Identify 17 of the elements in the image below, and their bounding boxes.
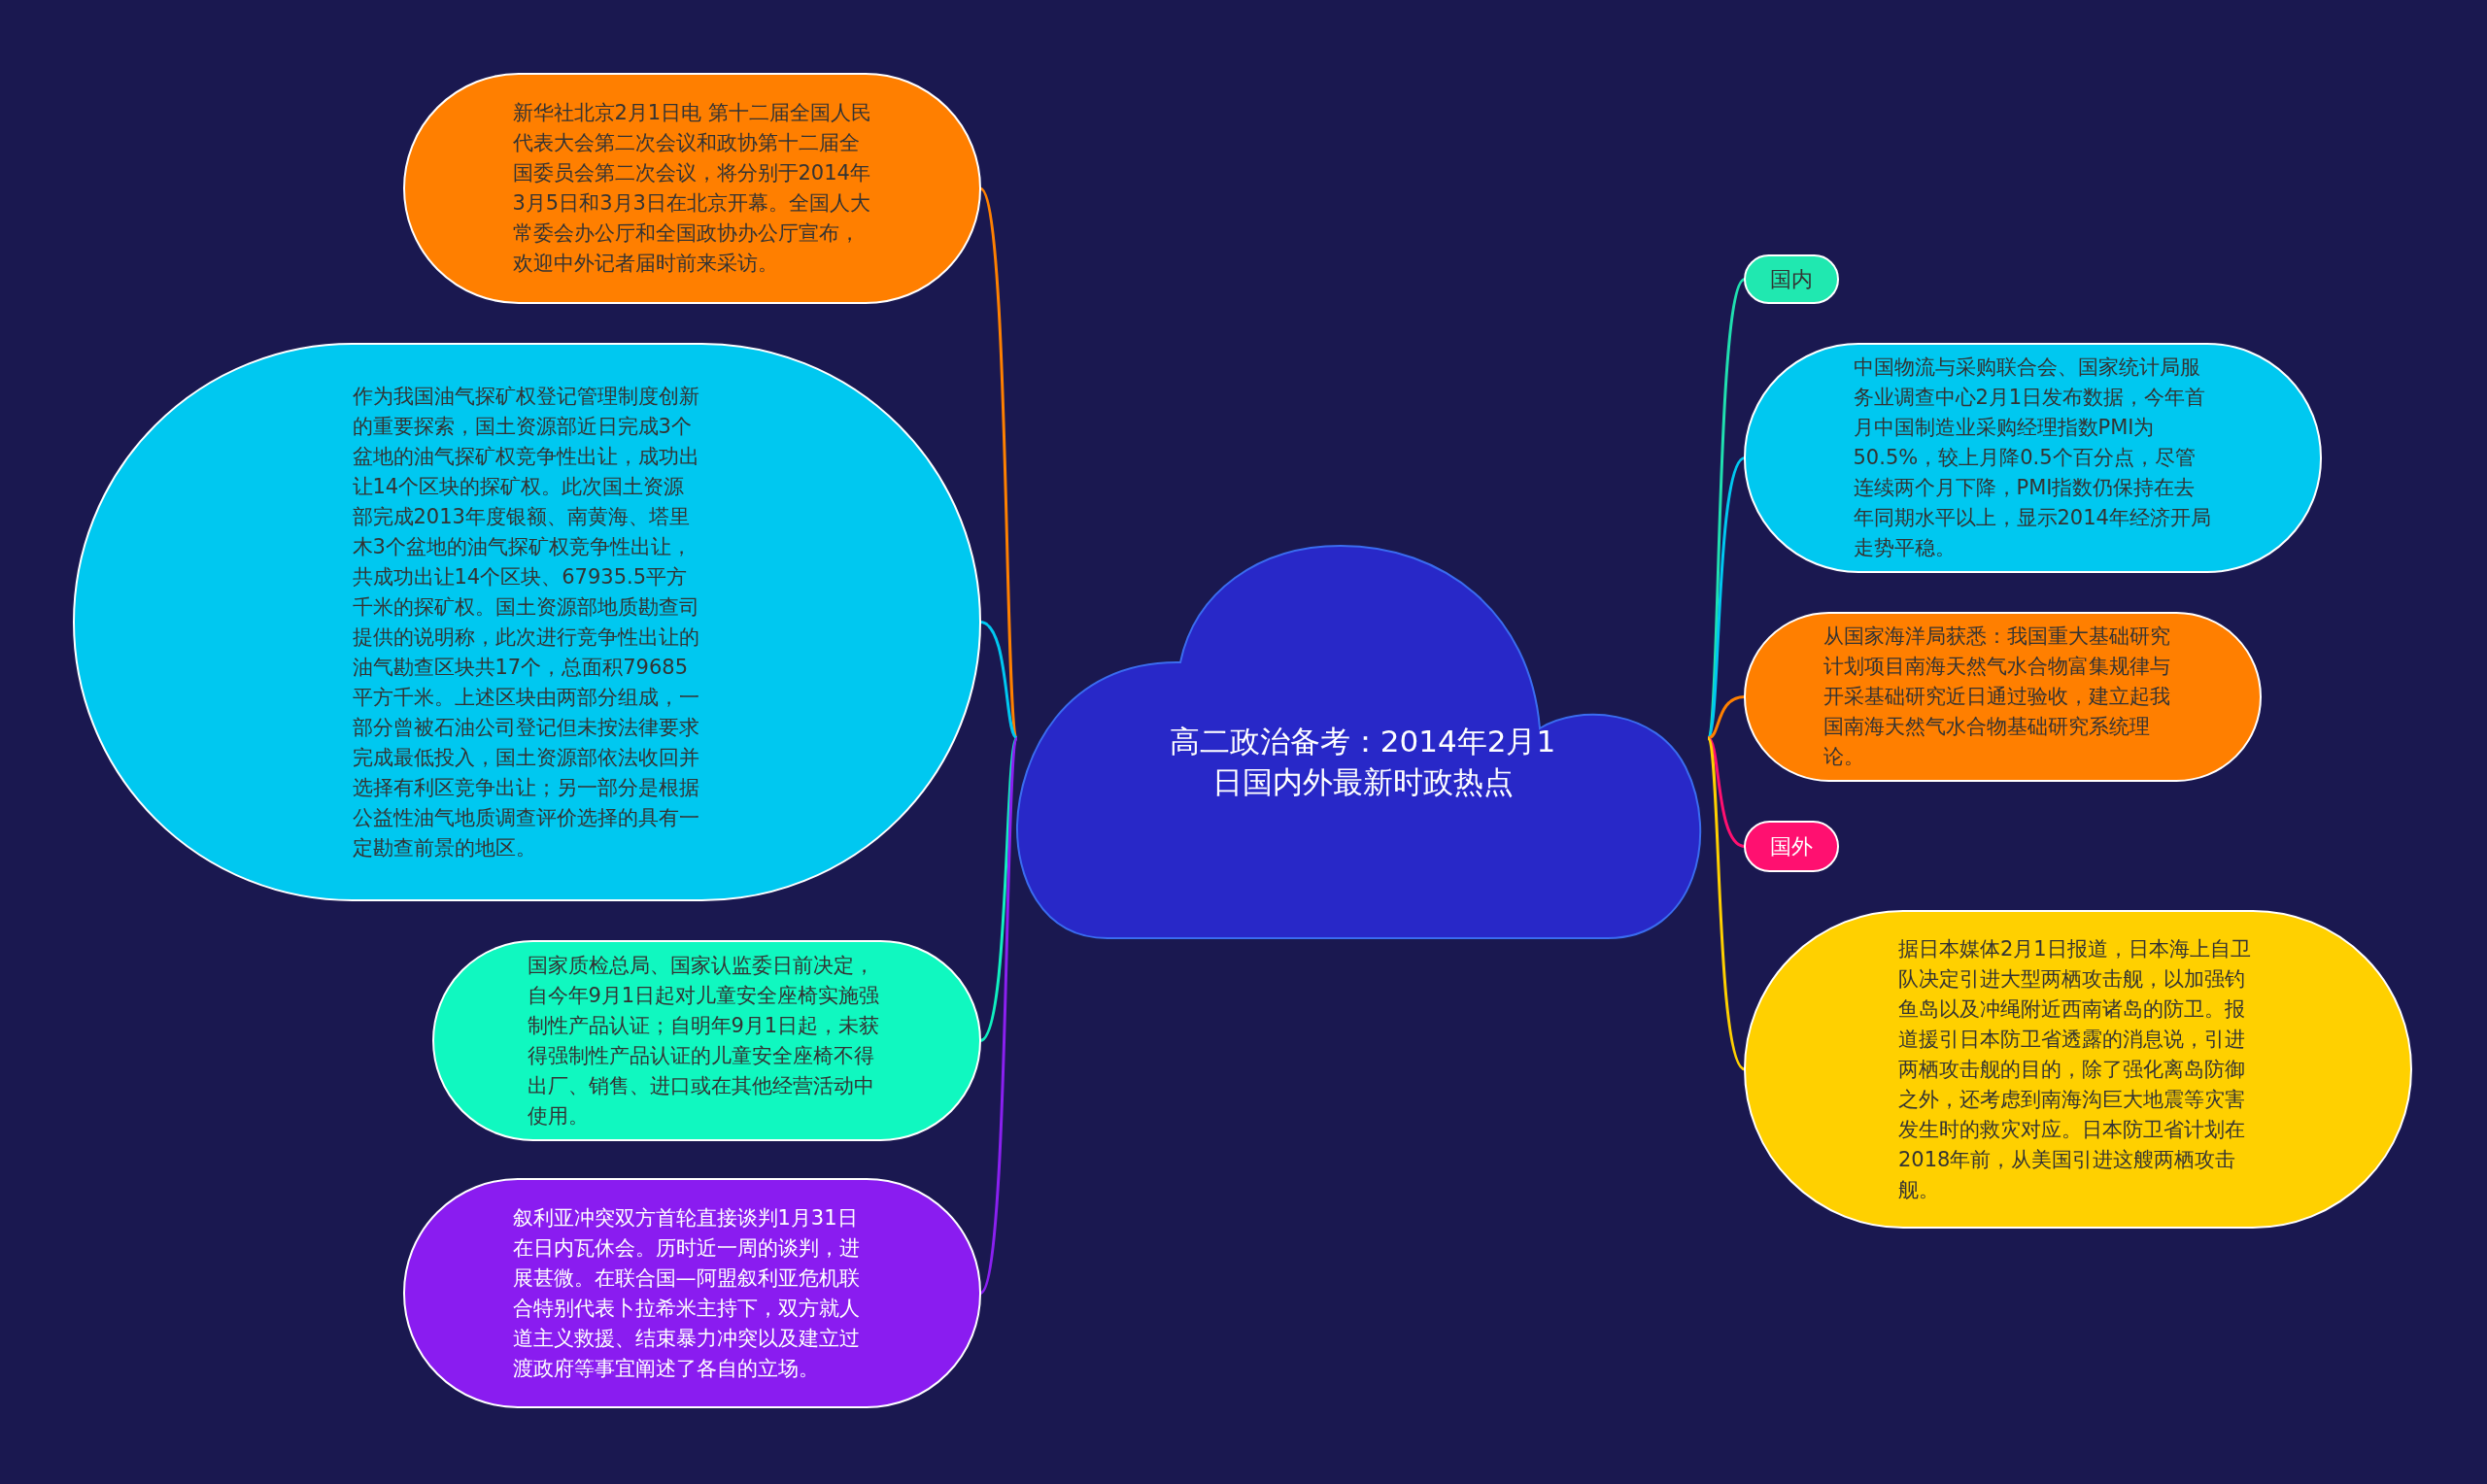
category-label: 国外: [1769, 833, 1814, 860]
central-topic: 高二政治备考：2014年2月1日国内外最新时政热点: [1168, 723, 1557, 801]
news-text: 据日本媒体2月1日报道，日本海上自卫队决定引进大型两栖攻击舰，以加强钓鱼岛以及冲绳附近西南诸岛的防卫。报道援引日本防卫省透露的消息说，引进两栖攻击舰的目的，除了强化离岛防御之外，还考虑到南海沟巨大地震等灾害发生时的救灾对应。日本防卫省计划在2018年前，从美国引进这艘两栖攻击舰。: [1898, 935, 2252, 1203]
connector-line: [979, 737, 1019, 1042]
connector-line: [1706, 456, 1746, 739]
category-label: 国内: [1769, 266, 1814, 293]
news-text: 国家质检总局、国家认监委日前决定，自今年9月1日起对儿童安全座椅实施强制性产品认证；自明年9月1日起，未获得强制性产品认证的儿童安全座椅不得出厂、销售、进口或在其他经营活动中使用。: [527, 952, 881, 1130]
news-text: 中国物流与采购联合会、国家统计局服务业调查中心2月1日发布数据，今年首月中国制造业采购经理指数PMI为50.5%，较上月降0.5个百分点，尽管连续两个月下降，PMI指数仍保持在去年同期水平以上，显示2014年经济开局走势平稳。: [1853, 354, 2212, 561]
news-text: 新华社北京2月1日电 第十二届全国人民代表大会第二次会议和政协第十二届全国委员会第二次会议，将分别于2014年3月5日和3月3日在北京开幕。全国人大常委会办公厅和全国政协办公厅宣布，欢迎中外记者届时前来采访。: [512, 100, 872, 277]
category-pill: [1744, 254, 1839, 304]
news-text: 作为我国油气探矿权登记管理制度创新的重要探索，国土资源部近日完成3个盆地的油气探矿权竞争性出让，成功出让14个区块的探矿权。此次国土资源部完成2013年度银额、南黄海、塔里木3个盆地的油气探矿权竞争性出让，共成功出让14个区块、67935.5平方千米的探矿权。国土资源部地质勘查司提供的说明称，此次进行竞争性出让的油气勘查区块共17个，总面积79685平方千米。上述区块由两部分组成，一部分曾被石油公司登记但未按法律要求完成最低投入，国土资源部依法收回并选择有利区竞争出让；另一部分是根据公益性油气地质调查评价选择的具有一定勘查前景的地区。: [352, 383, 700, 861]
connector-line: [1707, 736, 1746, 848]
connector-line: [979, 621, 1018, 740]
category-pill: [1744, 821, 1839, 872]
news-text: 从国家海洋局获悉：我国重大基础研究计划项目南海天然气水合物富集规律与开采基础研究近日通过验收，建立起我国南海天然气水合物基础研究系统理论。: [1823, 624, 2171, 770]
connector-line: [1707, 695, 1746, 740]
news-text: 叙利亚冲突双方首轮直接谈判1月31日在日内瓦休会。历时近一周的谈判，进展甚微。在联合国—阿盟叙利亚危机联合特别代表卜拉希米主持下，双方就人道主义救援、结束暴力冲突以及建立过渡政府等事宜阐述了各自的立场。: [512, 1204, 861, 1382]
